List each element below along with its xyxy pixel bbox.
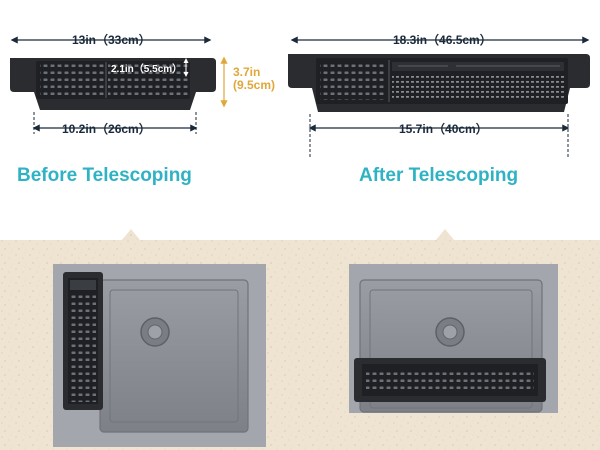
- basket-after-holes-right: [392, 74, 564, 100]
- sink-before: [53, 264, 266, 447]
- total-length-before-label: 13in（33cm）: [72, 33, 151, 47]
- basket-before-holes-left: [40, 64, 104, 96]
- before-telescoping-caption: Before Telescoping: [17, 165, 192, 186]
- after-telescoping-caption: After Telescoping: [359, 165, 519, 186]
- sink-before-basin: [99, 279, 249, 433]
- basket-before-holes-right: [108, 64, 188, 96]
- basket-after-figure: [288, 36, 590, 158]
- inner-width-label: 2.1in（5.5cm）: [111, 64, 183, 75]
- basket-after-holes-left: [320, 62, 386, 100]
- base-length-before-label: 10.2in（26cm）: [62, 122, 151, 136]
- height-label-line1: 3.7in: [233, 65, 261, 79]
- height-label-line2: (9.5cm): [233, 78, 276, 92]
- total-length-after-label: 18.3in（46.5cm）: [393, 33, 492, 47]
- sink-after: [349, 264, 558, 413]
- basket-before-figure: [10, 36, 228, 134]
- countertop-scene: [0, 229, 600, 450]
- base-length-after-label: 15.7in（40cm）: [399, 122, 488, 136]
- height-label: 3.7in (9.5cm): [233, 66, 275, 92]
